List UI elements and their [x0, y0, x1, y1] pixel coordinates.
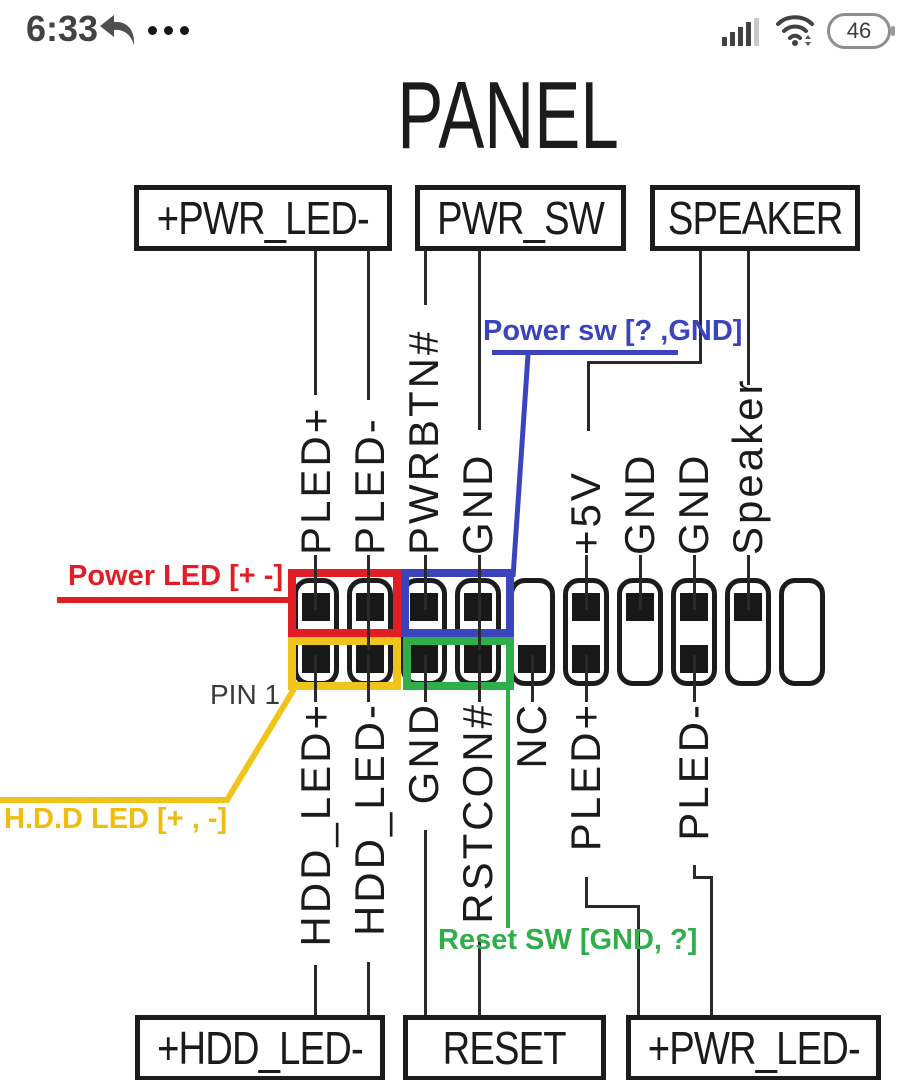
connector-line	[367, 655, 370, 702]
pin-label-bottom-1: HDD_LED+	[292, 702, 339, 947]
bottom-box-hdd-led: +HDD_LED-	[135, 1015, 385, 1080]
connector-line	[314, 555, 317, 610]
connector-line	[585, 555, 588, 610]
connector-line	[585, 877, 588, 908]
connector-line	[587, 361, 590, 431]
power-sw-highlight-box	[401, 569, 514, 637]
pin-label-bottom-3: GND	[400, 702, 447, 805]
pin-label-top-8: GND	[670, 452, 717, 555]
bottom-box-hdd-led-label: +HDD_LED-	[157, 1022, 364, 1074]
clock-time: 6:33	[26, 8, 99, 49]
connector-line	[314, 655, 317, 702]
top-box-pwr-sw-label: PWR_SW	[437, 192, 605, 244]
power-led-annotation: Power LED [+ -]	[68, 560, 284, 592]
bottom-box-pwr-led-label: +PWR_LED-	[647, 1022, 860, 1074]
top-box-pwr-led: +PWR_LED-	[134, 185, 392, 251]
bottom-box-pwr-led: +PWR_LED-	[626, 1015, 881, 1080]
connector-line	[585, 905, 640, 908]
power-sw-annotation-underline	[492, 350, 678, 355]
power-sw-annotation: Power sw [? ,GND]	[483, 315, 743, 347]
connector-line	[367, 962, 370, 1015]
reply-arrow-icon[interactable]	[98, 14, 138, 48]
top-box-pwr-sw: PWR_SW	[415, 185, 626, 251]
pin-square	[356, 593, 384, 621]
bottom-box-reset-label: RESET	[442, 1022, 567, 1074]
pin-label-top-4: GND	[454, 452, 501, 555]
connector-line	[639, 555, 642, 610]
hdd-led-highlight-box	[288, 637, 401, 690]
connector-line	[585, 655, 588, 702]
pin-label-top-2: PLED-	[346, 416, 393, 555]
hdd-led-annotation: H.D.D LED [+ , -]	[4, 803, 228, 835]
connector-line	[314, 250, 317, 395]
pin-label-top-3: PWRBTN#	[400, 328, 447, 555]
pin-label-bottom-4: RSTCON#	[454, 702, 501, 924]
connector-line	[693, 865, 696, 879]
connector-line	[699, 250, 702, 364]
connector-line	[478, 250, 481, 430]
connector-line	[531, 655, 534, 702]
pin-label-bottom-8: PLED-	[670, 702, 717, 841]
battery-percent: 46	[846, 18, 872, 43]
pin-square	[356, 645, 384, 673]
wifi-icon	[776, 15, 814, 46]
connector-line	[424, 250, 427, 305]
connector-line	[367, 250, 370, 400]
connector-line	[693, 876, 713, 879]
reset-sw-annotation-line	[506, 687, 510, 928]
more-menu-icon[interactable]	[148, 26, 189, 35]
connector-line	[478, 938, 481, 1015]
power-led-highlight-box	[288, 569, 401, 637]
pin-label-bottom-2: HDD_LED-	[346, 702, 393, 937]
battery-indicator: 46	[827, 13, 895, 49]
connector-line	[424, 655, 427, 702]
connector-line	[710, 876, 713, 1015]
reset-sw-annotation: Reset SW [GND, ?]	[438, 924, 698, 956]
pin-label-top-9: Speaker	[724, 377, 771, 555]
connector-line	[478, 555, 481, 650]
bottom-box-reset: RESET	[403, 1015, 606, 1080]
hdd-led-annotation-line	[0, 797, 229, 803]
power-led-annotation-line	[57, 597, 292, 603]
connector-line	[424, 830, 427, 1015]
page-title: PANEL	[397, 62, 619, 169]
connector-line	[314, 965, 317, 1015]
connector-line	[478, 655, 481, 702]
connector-line	[424, 555, 427, 610]
top-box-speaker-label: SPEAKER	[667, 192, 843, 244]
pin1-label: PIN 1	[210, 679, 281, 710]
connector-line	[693, 655, 696, 702]
connector-line	[747, 250, 750, 385]
connector-line	[587, 361, 702, 364]
power-sw-diagonal-line	[510, 354, 531, 578]
connector-line	[693, 555, 696, 610]
pin-label-bottom-5: NC	[508, 702, 555, 769]
top-box-pwr-led-label: +PWR_LED-	[156, 192, 370, 244]
status-bar: 6:33 46	[0, 0, 917, 62]
pin-label-top-1: PLED+	[292, 405, 339, 555]
connector-line	[637, 905, 640, 1015]
top-box-speaker: SPEAKER	[650, 185, 860, 251]
connector-line	[747, 555, 750, 610]
pin-label-top-7: GND	[616, 452, 663, 555]
pin-column-10	[779, 578, 825, 686]
connector-line	[367, 555, 370, 650]
signal-bars-icon	[722, 16, 759, 46]
reset-sw-highlight-box	[403, 637, 514, 690]
pin-label-top-6: +5V	[562, 470, 609, 555]
pin-label-bottom-6: PLED+	[562, 702, 609, 852]
